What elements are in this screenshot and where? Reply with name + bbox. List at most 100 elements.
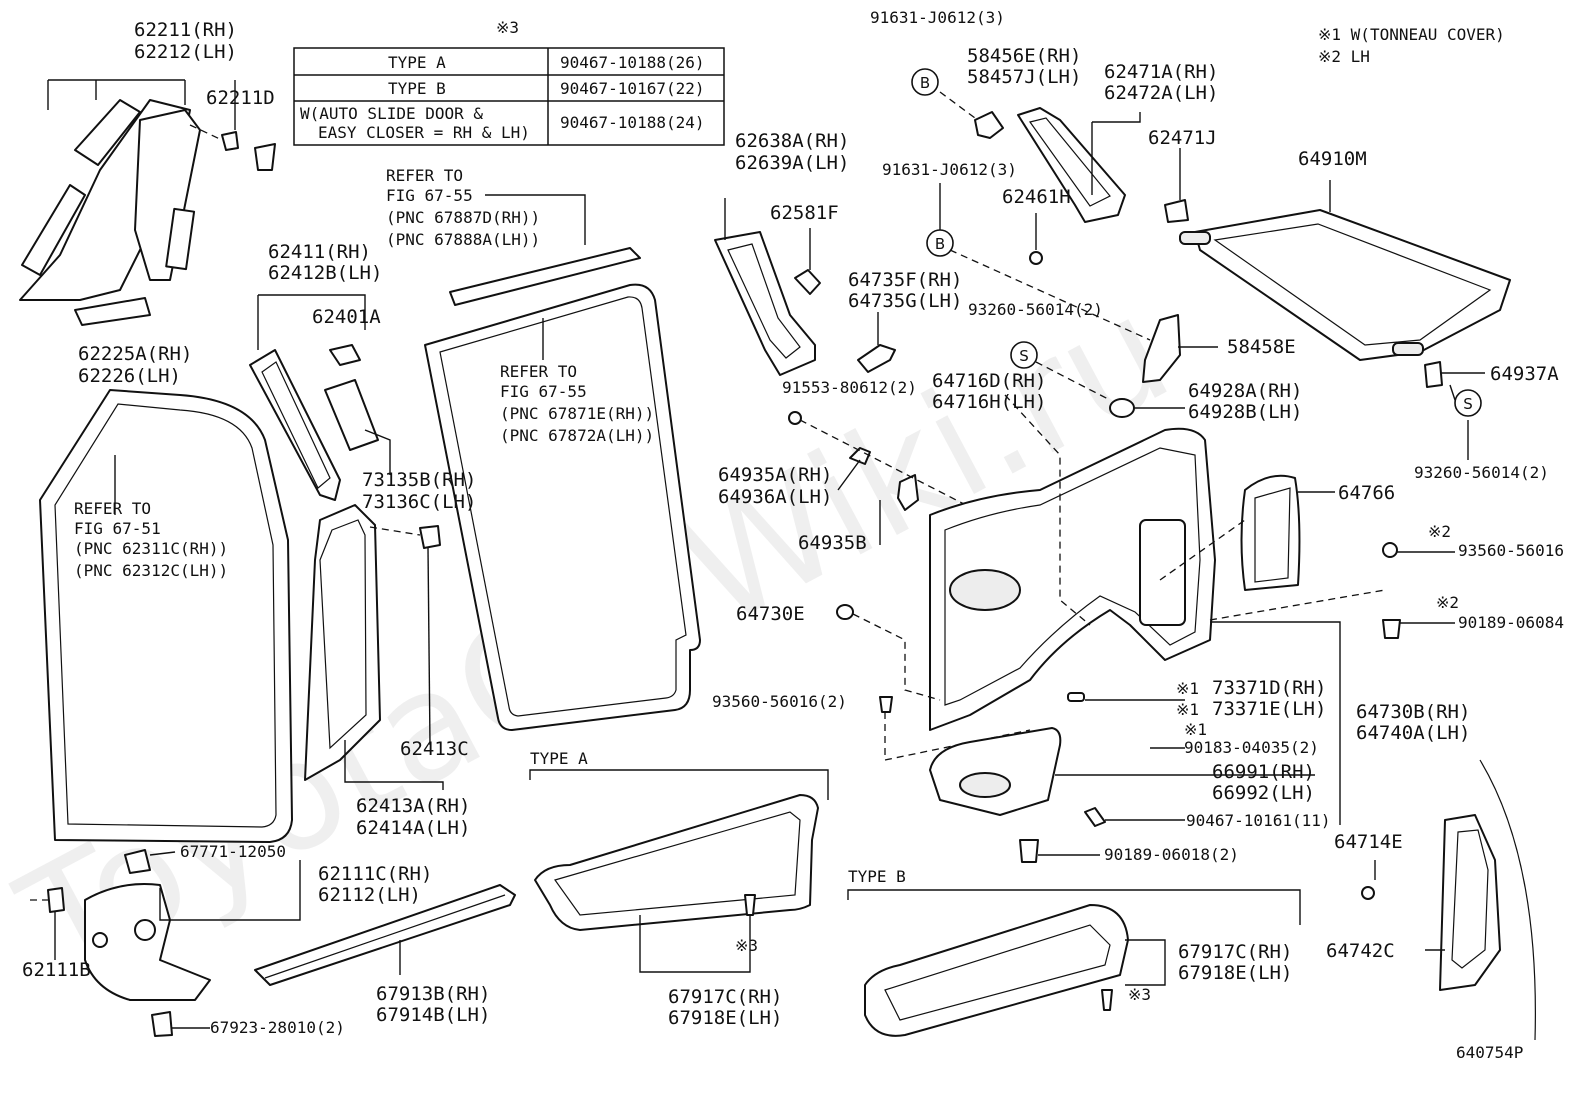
ref-mark: ※2 bbox=[1436, 593, 1459, 612]
callout-label: FIG 67-55 bbox=[386, 186, 473, 205]
ref-mark: ※3 bbox=[735, 936, 758, 955]
table-ref-mark: ※3 bbox=[496, 18, 519, 37]
callout-label: REFER TO bbox=[386, 166, 463, 185]
type-b-label: TYPE B bbox=[848, 867, 906, 886]
cup-holder-66991 bbox=[929, 692, 1315, 863]
fastener-table: ※3 TYPE A 90467-10188(26) TYPE B 90467-1… bbox=[293, 18, 725, 146]
callout-label: 93560-56016(2) bbox=[712, 692, 847, 711]
callout-label: 67914B(LH) bbox=[376, 1004, 490, 1026]
callout-label: 58456E(RH) bbox=[967, 45, 1081, 67]
callout-label: FIG 67-55 bbox=[500, 382, 587, 401]
callout-label: 62112(LH) bbox=[318, 884, 421, 906]
callout-label: (PNC 67871E(RH)) bbox=[500, 404, 654, 423]
circle-b-letter: B bbox=[920, 74, 930, 92]
callout-label: 67917C(RH) bbox=[1178, 941, 1292, 963]
callout-label: 64716H(LH) bbox=[932, 391, 1046, 413]
callout-label: 90183-04035(2) bbox=[1184, 738, 1319, 757]
callout-label: 90189-06018(2) bbox=[1104, 845, 1239, 864]
callout-label: 62111C(RH) bbox=[318, 863, 432, 885]
callout-label: 64735F(RH) bbox=[848, 269, 962, 291]
callout-label: 64735G(LH) bbox=[848, 290, 962, 312]
callout-label: 64714E bbox=[1334, 831, 1403, 853]
screw-91553 bbox=[788, 411, 1006, 526]
callout-label: 64935B bbox=[798, 532, 867, 554]
quarter-trim-panel-64730b bbox=[929, 394, 1341, 825]
callout-label: 67913B(RH) bbox=[376, 983, 490, 1005]
net-pocket-64766 bbox=[1159, 474, 1335, 591]
callout-label: (PNC 67888A(LH)) bbox=[386, 230, 540, 249]
callout-label: 73136C(LH) bbox=[362, 491, 476, 513]
callout-label: 62226(LH) bbox=[78, 365, 181, 387]
circle-marker-b: B bbox=[926, 183, 1151, 341]
circle-s-letter: S bbox=[1463, 395, 1473, 413]
callout-label: 67918E(LH) bbox=[1178, 962, 1292, 984]
callout-label: REFER TO bbox=[500, 362, 577, 381]
scuff-plate-type-a bbox=[534, 794, 819, 973]
callout-label: 64936A(LH) bbox=[718, 486, 832, 508]
callout-label: 62211(RH) bbox=[134, 19, 237, 41]
callout-label: 91631-J0612(3) bbox=[870, 8, 1005, 27]
callout-label: 93560-56016 bbox=[1458, 541, 1564, 560]
callout-label: 62413A(RH) bbox=[356, 795, 470, 817]
callout-label: 66991(RH) bbox=[1212, 761, 1315, 783]
drawing-number: 640754P bbox=[1456, 1043, 1523, 1062]
pillar-garnish-62411 bbox=[249, 294, 391, 501]
door-weatherstrip-6751 bbox=[39, 389, 293, 843]
callout-label: 62471J bbox=[1148, 127, 1217, 149]
pillar-garnish-62413a bbox=[304, 504, 444, 790]
ref-mark: ※1 bbox=[1184, 720, 1207, 739]
callout-label: 62414A(LH) bbox=[356, 817, 470, 839]
type-a-label: TYPE A bbox=[530, 749, 588, 768]
callout-label: 64937A bbox=[1490, 363, 1559, 385]
callout-label: 67917C(RH) bbox=[668, 986, 782, 1008]
bracket-58458e bbox=[1142, 314, 1218, 383]
callout-label: 91553-80612(2) bbox=[782, 378, 917, 397]
circle-marker-b: B bbox=[911, 68, 939, 96]
note-2: ※2 LH bbox=[1318, 47, 1370, 66]
callout-label: 64928A(RH) bbox=[1188, 380, 1302, 402]
ref-mark: ※1 bbox=[1176, 700, 1199, 719]
callout-label: FIG 67-51 bbox=[74, 519, 161, 538]
tonneau-cover-64910m bbox=[1179, 180, 1511, 388]
callout-label: 62411(RH) bbox=[268, 241, 371, 263]
type-b-bracket: TYPE B bbox=[847, 867, 1301, 925]
callout-label: 64935A(RH) bbox=[718, 464, 832, 486]
callout-label: 64928B(LH) bbox=[1188, 401, 1302, 423]
bracket-64735f bbox=[857, 312, 896, 373]
clip-64928a bbox=[1109, 398, 1185, 418]
table-type: W(AUTO SLIDE DOOR & bbox=[300, 104, 483, 123]
callout-label: 62639A(LH) bbox=[735, 152, 849, 174]
callout-label: 67918E(LH) bbox=[668, 1007, 782, 1029]
callout-label: 73371E(LH) bbox=[1212, 698, 1326, 720]
callout-label: 90467-10161(11) bbox=[1186, 811, 1331, 830]
pillar-garnish-62638a bbox=[714, 198, 821, 376]
pillar-garnish-62211 bbox=[19, 79, 276, 326]
ref-mark: ※1 bbox=[1176, 679, 1199, 698]
callout-label: 90189-06084 bbox=[1458, 613, 1564, 632]
callout-label: 67771-12050 bbox=[180, 842, 286, 861]
table-type: TYPE A bbox=[388, 53, 446, 72]
table-part: 90467-10188(26) bbox=[560, 53, 705, 72]
note-1: ※1 W(TONNEAU COVER) bbox=[1318, 25, 1505, 44]
bracket-64935a bbox=[837, 447, 919, 545]
callout-label: (PNC 62311C(RH)) bbox=[74, 539, 228, 558]
circle-marker-s: S bbox=[1454, 389, 1482, 417]
ref-mark: ※2 bbox=[1428, 522, 1451, 541]
table-part: 90467-10167(22) bbox=[560, 79, 705, 98]
callout-label: 66992(LH) bbox=[1212, 782, 1315, 804]
callout-labels: 62211(RH) 62212(LH) 62211D 62225A(RH) 62… bbox=[22, 8, 1564, 1062]
callout-label: 62225A(RH) bbox=[78, 343, 192, 365]
table-part: 90467-10188(24) bbox=[560, 113, 705, 132]
quarter-trim-upper-62471a bbox=[939, 91, 1189, 223]
trim-strip-6755 bbox=[449, 194, 641, 306]
callout-label: 62412B(LH) bbox=[268, 262, 382, 284]
circle-b-letter: B bbox=[935, 235, 945, 253]
callout-label: 93260-56014(2) bbox=[1414, 463, 1549, 482]
clip-62461h bbox=[1029, 213, 1043, 265]
kick-panel-62111c bbox=[30, 849, 301, 1037]
callout-label: 93260-56014(2) bbox=[968, 300, 1103, 319]
callout-label: 62111B bbox=[22, 959, 91, 981]
callout-label: 62211D bbox=[206, 87, 275, 109]
